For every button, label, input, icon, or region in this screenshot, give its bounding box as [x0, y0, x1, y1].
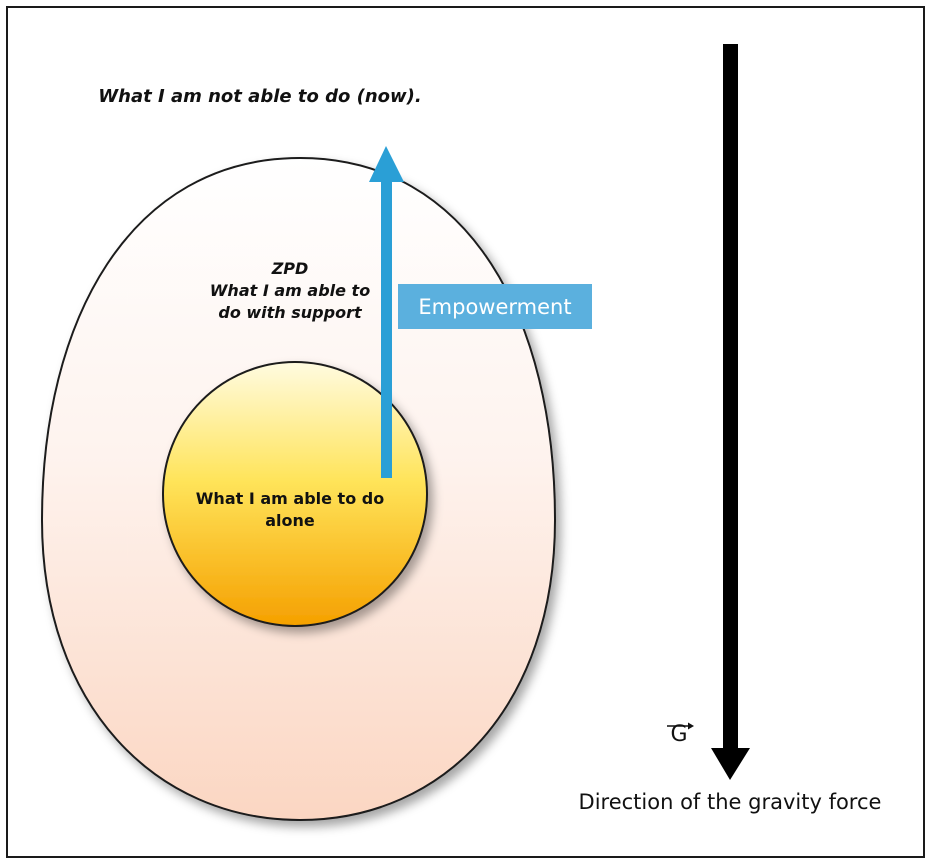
zpd-title: ZPD [271, 259, 309, 278]
alone-line-2: alone [265, 511, 315, 530]
inner-circle [162, 361, 428, 627]
vector-arrow-icon [667, 722, 694, 730]
empowerment-arrow [369, 146, 404, 478]
not-able-label: What I am not able to do (now). [98, 86, 422, 107]
zpd-label: ZPD What I am able to do with support [190, 258, 390, 324]
alone-label: What I am able to do alone [175, 488, 405, 532]
zpd-line-2: do with support [218, 303, 362, 322]
gravity-label: Direction of the gravity force [578, 790, 882, 814]
zpd-line-1: What I am able to [209, 281, 371, 300]
gravity-symbol: G [670, 722, 688, 747]
alone-line-1: What I am able to do [195, 489, 385, 508]
empowerment-label: Empowerment [398, 284, 592, 329]
gravity-arrow [711, 44, 750, 780]
